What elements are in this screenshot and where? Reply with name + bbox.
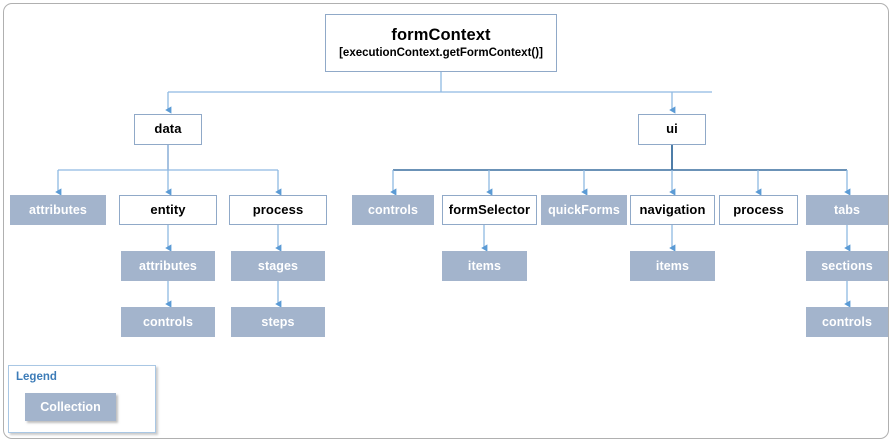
node-label: items (467, 258, 502, 273)
node-formselector[interactable]: formSelector (442, 195, 537, 225)
node-label: formSelector (448, 201, 531, 217)
node-label: ui (666, 121, 678, 137)
node-label: controls (821, 314, 873, 329)
node-label: formContext (391, 25, 491, 44)
node-data-attributes[interactable]: attributes (10, 195, 106, 225)
node-label: attributes (139, 258, 197, 273)
node-label: process (733, 201, 784, 217)
legend-collection-swatch: Collection (25, 393, 116, 421)
node-process-steps[interactable]: steps (231, 307, 325, 337)
node-label: quickForms (548, 202, 620, 217)
node-ui[interactable]: ui (638, 114, 706, 145)
node-tabs[interactable]: tabs (806, 195, 888, 225)
node-process-stages[interactable]: stages (231, 251, 325, 281)
node-label: sections (821, 258, 873, 273)
node-label: controls (367, 202, 419, 217)
node-label: entity (150, 201, 186, 217)
node-label: stages (257, 258, 299, 273)
node-formcontext[interactable]: formContext [executionContext.getFormCon… (325, 14, 557, 72)
legend-swatch-label: Collection (40, 400, 101, 414)
node-data[interactable]: data (134, 114, 202, 145)
node-sublabel: [executionContext.getFormContext()] (339, 46, 543, 59)
node-label: items (655, 258, 690, 273)
node-entity-controls[interactable]: controls (121, 307, 215, 337)
node-label: process (252, 201, 304, 217)
node-label: steps (261, 314, 295, 329)
node-entity-attributes[interactable]: attributes (121, 251, 215, 281)
node-entity[interactable]: entity (119, 195, 217, 225)
legend: Legend Collection (8, 365, 156, 433)
node-label: navigation (639, 201, 706, 217)
node-ui-process[interactable]: process (719, 195, 798, 225)
node-navigation-items[interactable]: items (630, 251, 715, 281)
node-ui-controls[interactable]: controls (352, 195, 434, 225)
node-tabs-sections[interactable]: sections (806, 251, 888, 281)
node-label: attributes (29, 202, 87, 217)
node-label: controls (142, 314, 194, 329)
node-quickforms[interactable]: quickForms (541, 195, 627, 225)
node-tabs-controls[interactable]: controls (806, 307, 888, 337)
node-navigation[interactable]: navigation (630, 195, 715, 225)
node-label: data (154, 121, 182, 137)
node-formselector-items[interactable]: items (442, 251, 527, 281)
node-label: tabs (833, 202, 861, 217)
legend-title: Legend (16, 371, 57, 383)
node-data-process[interactable]: process (229, 195, 327, 225)
